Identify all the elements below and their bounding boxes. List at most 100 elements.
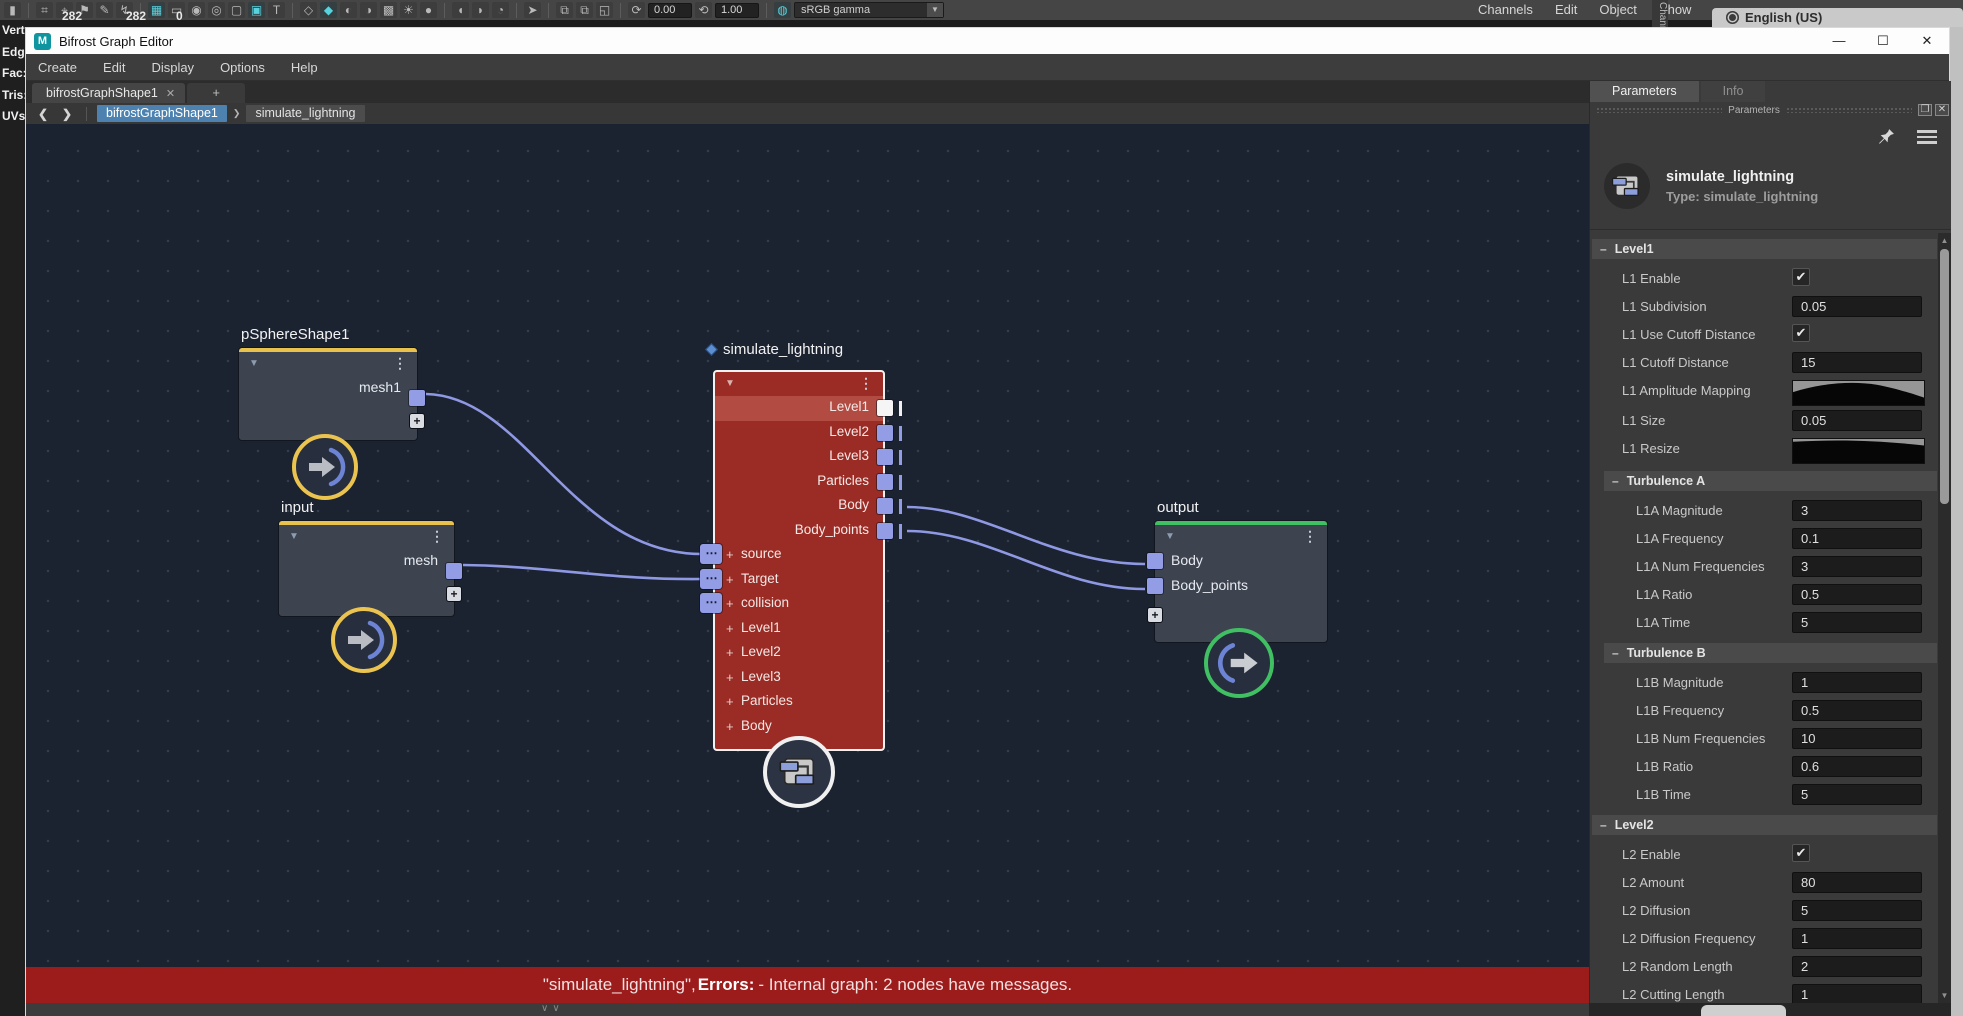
simulate-output-row-body[interactable]: Body bbox=[715, 494, 902, 519]
field-l1a-magnitude[interactable]: 3 bbox=[1792, 500, 1922, 521]
hamburger-menu-icon[interactable] bbox=[1917, 127, 1937, 147]
multi-input-port-source[interactable]: ⋯ bbox=[700, 544, 722, 564]
output-port-mesh[interactable] bbox=[446, 563, 462, 579]
node-menu-icon[interactable]: ⋮ bbox=[1303, 528, 1317, 544]
collapse-triangle-icon[interactable]: ▼ bbox=[725, 378, 735, 389]
node-psphereshape1[interactable]: pSphereShape1 ▼ ⋮ mesh1 + bbox=[239, 326, 425, 500]
simulate-input-row-collision[interactable]: ⋯+collision bbox=[700, 592, 883, 617]
history-icon[interactable]: ↯ bbox=[116, 2, 133, 18]
close-button[interactable]: ✕ bbox=[1921, 33, 1933, 48]
channel-menu-edit[interactable]: Edit bbox=[1554, 2, 1578, 17]
collapse-minus-icon[interactable]: – bbox=[1600, 242, 1607, 256]
section-header-level1[interactable]: –Level1 bbox=[1592, 239, 1937, 259]
output-node-row-body_points[interactable]: Body_points bbox=[1147, 574, 1327, 599]
simulate-input-row-level1[interactable]: +Level1 bbox=[715, 617, 883, 642]
safe-title-icon[interactable]: T bbox=[268, 2, 285, 18]
pin-icon[interactable] bbox=[1878, 128, 1895, 145]
simulate-input-row-level2[interactable]: +Level2 bbox=[715, 641, 883, 666]
tab-info[interactable]: Info bbox=[1700, 81, 1766, 102]
collapse-triangle-icon[interactable]: ▼ bbox=[249, 358, 259, 369]
field-l1b-frequency[interactable]: 0.5 bbox=[1792, 700, 1922, 721]
title-bar[interactable]: M Bifrost Graph Editor — ☐ ✕ bbox=[26, 28, 1949, 54]
output-port-mesh1[interactable] bbox=[409, 390, 425, 406]
multi-input-port-target[interactable]: ⋯ bbox=[700, 568, 722, 589]
collapse-minus-icon[interactable]: – bbox=[1612, 646, 1619, 660]
field-l2-random-length[interactable]: 2 bbox=[1792, 956, 1922, 977]
default-lighting-icon[interactable]: ☀ bbox=[400, 2, 417, 18]
expand-plus-icon[interactable]: + bbox=[726, 596, 734, 611]
occlusion-icon[interactable]: ● bbox=[420, 2, 437, 18]
breadcrumb-current[interactable]: simulate_lightning bbox=[246, 105, 365, 122]
checkbox-l1-use-cutoff-distance[interactable]: ✔ bbox=[1792, 324, 1810, 342]
expand-plus-icon[interactable]: + bbox=[726, 645, 734, 660]
node-menu-icon[interactable]: ⋮ bbox=[859, 375, 873, 391]
output-port-body_points[interactable] bbox=[877, 522, 893, 539]
panel-close-icon[interactable]: ✕ bbox=[1935, 104, 1949, 116]
checkbox-l2-enable[interactable]: ✔ bbox=[1792, 844, 1810, 862]
xray-icon[interactable]: ◖ bbox=[452, 2, 469, 18]
output-port-level3[interactable] bbox=[877, 449, 893, 465]
input-port-body[interactable] bbox=[1147, 553, 1163, 569]
simulate-input-row-body[interactable]: +Body bbox=[715, 715, 883, 740]
collapse-minus-icon[interactable]: – bbox=[1612, 474, 1619, 488]
multi-input-port-collision[interactable]: ⋯ bbox=[700, 593, 722, 613]
gamma-toggle-icon[interactable]: ⟲ bbox=[695, 2, 712, 18]
field-l2-diffusion[interactable]: 5 bbox=[1792, 900, 1922, 921]
layout-single-icon[interactable]: ⧉ bbox=[556, 2, 573, 18]
collapse-minus-icon[interactable]: – bbox=[1600, 818, 1607, 832]
section-header-turbulence-b[interactable]: –Turbulence B bbox=[1604, 643, 1937, 663]
simulate-input-row-level3[interactable]: +Level3 bbox=[715, 666, 883, 691]
output-port-level2[interactable] bbox=[877, 424, 893, 441]
nav-forward-icon[interactable]: ❯ bbox=[61, 106, 73, 121]
expand-plus-icon[interactable]: + bbox=[726, 718, 734, 734]
scroll-up-icon[interactable]: ▲ bbox=[1940, 236, 1949, 245]
shadows-icon[interactable]: ▩ bbox=[380, 2, 397, 18]
field-l1a-num-frequencies[interactable]: 3 bbox=[1792, 556, 1922, 577]
section-header-level2[interactable]: –Level2 bbox=[1592, 815, 1937, 835]
isolate-select-icon[interactable]: ◔ bbox=[492, 2, 509, 18]
breadcrumb-root[interactable]: bifrostGraphShape1 bbox=[97, 105, 227, 122]
panel-scrollbar[interactable]: ▲ ▼ bbox=[1938, 233, 1951, 1003]
simulate-output-row-level1[interactable]: Level1 bbox=[715, 396, 902, 421]
field-l1-subdivision[interactable]: 0.05 bbox=[1792, 296, 1922, 317]
exposure-toggle-icon[interactable]: ⟳ bbox=[628, 2, 645, 18]
channel-menu-channels[interactable]: Channels bbox=[1478, 2, 1533, 17]
panel-drag-bar[interactable]: Parameters ❐ ✕ bbox=[1590, 102, 1951, 118]
menu-options[interactable]: Options bbox=[220, 59, 265, 75]
bottom-resize-strip[interactable]: ∨∨ bbox=[26, 1003, 1589, 1016]
simulate-input-row-target[interactable]: ⋯+Target bbox=[700, 568, 883, 593]
field-l2-diffusion-frequency[interactable]: 1 bbox=[1792, 928, 1922, 949]
menu-display[interactable]: Display bbox=[151, 59, 195, 75]
simulate-input-row-source[interactable]: ⋯+source bbox=[700, 543, 883, 568]
menu-edit[interactable]: Edit bbox=[103, 59, 126, 75]
tab-close-icon[interactable]: ✕ bbox=[165, 87, 176, 100]
snap-to-grid-icon[interactable]: ⌗ bbox=[36, 2, 53, 18]
shaded-icon[interactable]: ◆ bbox=[320, 2, 337, 18]
layout-split-icon[interactable]: ◱ bbox=[596, 2, 613, 18]
output-port-level1[interactable] bbox=[877, 400, 893, 416]
simulate-output-row-body_points[interactable]: Body_points bbox=[715, 519, 902, 544]
field-l1a-time[interactable]: 5 bbox=[1792, 612, 1922, 633]
field-chart-icon[interactable]: ▢ bbox=[228, 2, 245, 18]
output-port-body[interactable] bbox=[877, 498, 893, 514]
backface-icon[interactable]: ◗ bbox=[472, 2, 489, 18]
collapse-triangle-icon[interactable]: ▼ bbox=[289, 531, 299, 542]
add-port-button[interactable]: + bbox=[447, 587, 461, 601]
render-grid-icon[interactable]: ▦ bbox=[148, 2, 165, 18]
resolution-gate-icon[interactable]: ◉ bbox=[188, 2, 205, 18]
expand-plus-icon[interactable]: + bbox=[726, 669, 734, 685]
field-l1b-num-frequencies[interactable]: 10 bbox=[1792, 728, 1922, 749]
node-input[interactable]: input ▼ ⋮ mesh + bbox=[279, 499, 462, 673]
collapse-triangle-icon[interactable]: ▼ bbox=[1165, 531, 1175, 542]
scroll-thumb[interactable] bbox=[1940, 249, 1949, 504]
menu-help[interactable]: Help bbox=[290, 59, 318, 75]
node-menu-icon[interactable]: ⋮ bbox=[430, 528, 444, 544]
maximize-button[interactable]: ☐ bbox=[1877, 33, 1889, 48]
field-l1b-ratio[interactable]: 0.6 bbox=[1792, 756, 1922, 777]
field-l2-cutting-length[interactable]: 1 bbox=[1792, 984, 1922, 1003]
simulate-input-row-particles[interactable]: +Particles bbox=[715, 690, 883, 715]
safe-action-icon[interactable]: ▣ bbox=[248, 2, 265, 18]
menu-create[interactable]: Create bbox=[38, 59, 78, 75]
channel-menu-object[interactable]: Object bbox=[1599, 2, 1637, 17]
